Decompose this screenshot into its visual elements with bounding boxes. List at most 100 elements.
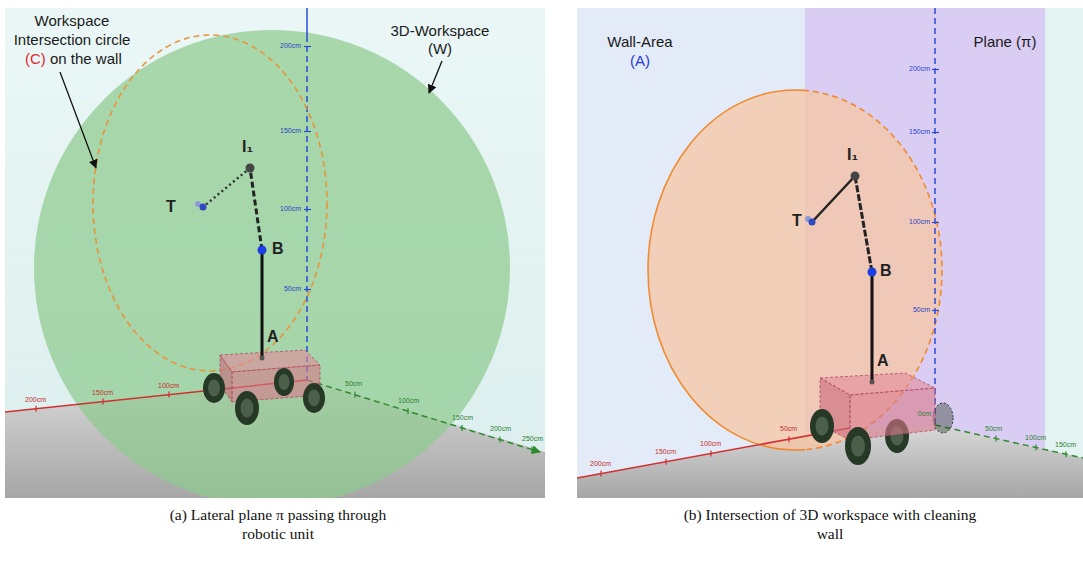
robot-wheel (308, 390, 320, 407)
point-label: I₁ (242, 138, 253, 156)
callout-label: Workspace Intersection circle (5, 12, 140, 50)
z-axis (932, 8, 939, 425)
axis-tick: 150cm (655, 448, 676, 456)
panel-b (577, 8, 1083, 498)
wall-workspace-disc (648, 90, 942, 450)
robot-arm (812, 176, 872, 382)
axis-tick: 100cm (700, 440, 721, 448)
robot-wheel (810, 409, 871, 465)
x-axis (577, 428, 850, 478)
arm-point (805, 172, 877, 385)
z-axis (932, 132, 939, 133)
y-axis (1065, 451, 1066, 457)
robot-wheel (816, 417, 829, 436)
z-axis (306, 36, 308, 380)
arm-point (868, 268, 877, 277)
axis-tick: 200cm (909, 65, 930, 73)
y-axis (407, 408, 408, 414)
y-axis (307, 380, 540, 452)
x-axis (788, 436, 789, 442)
robot-arm (203, 168, 262, 358)
axis-tick: 100cm (280, 205, 301, 213)
robot-arm (812, 176, 855, 222)
panel-a (5, 8, 545, 498)
axis-tick: 50cm (345, 380, 362, 388)
z-axis (304, 8, 311, 380)
robot-wheel (845, 427, 871, 465)
point-label: A (267, 328, 279, 346)
robot-arm (250, 168, 262, 250)
robot-arm (261, 250, 264, 358)
arm-point (200, 204, 207, 211)
y-axis (935, 425, 1083, 458)
robot-arm (871, 272, 874, 382)
z-axis (304, 209, 311, 210)
axis-tick: 150cm (909, 128, 930, 136)
y-axis (499, 437, 500, 443)
callout-label: on the wall (50, 50, 122, 67)
arm-point (809, 219, 816, 226)
callout-arrow (60, 61, 442, 168)
region-label: Wall-Area (607, 33, 672, 50)
axis-tick: 0cm (918, 410, 931, 418)
y-axis (995, 436, 996, 442)
robot-wheel (208, 380, 220, 397)
axis-tick: 150cm (280, 127, 301, 135)
point-label: T (792, 212, 802, 230)
robot-wheel (203, 368, 325, 425)
robot-wheel (810, 409, 834, 443)
symbol-label: (C) (25, 50, 46, 67)
y-axis (1035, 445, 1036, 451)
z-axis (932, 69, 939, 70)
axis-tick: 100cm (158, 382, 179, 390)
axis-tick: 150cm (92, 389, 113, 397)
intersection-circle (805, 90, 942, 450)
point-label: B (880, 262, 892, 280)
intersection-circle (93, 35, 327, 371)
panel-background (1045, 8, 1083, 498)
callout-label: 3D-Workspace (391, 22, 490, 39)
z-axis (934, 8, 936, 425)
workspace-sphere (34, 30, 510, 498)
callout-arrow (429, 61, 442, 93)
robot-arm (855, 176, 872, 272)
point-label: I₁ (847, 146, 858, 164)
x-axis (102, 399, 103, 405)
y-axis (461, 425, 462, 431)
robot-wheel (933, 403, 953, 433)
robot-base (820, 373, 935, 440)
axis-tick: 100cm (1025, 434, 1046, 442)
arm-point (258, 246, 267, 255)
axis-tick: 50cm (913, 306, 930, 314)
point-label: T (166, 198, 176, 216)
robot-wheel (274, 368, 294, 396)
point-label: A (877, 352, 889, 370)
robot-wheel (203, 373, 225, 403)
x-axis (600, 471, 601, 477)
z-axis (932, 222, 939, 223)
arm-point (260, 356, 265, 361)
x-axis (665, 459, 666, 465)
z-axis (306, 8, 308, 36)
z-axis (304, 46, 311, 47)
x-axis (710, 451, 711, 457)
axis-tick: 100cm (909, 218, 930, 226)
y-axis (307, 380, 540, 453)
caption: (b) Intersection of 3D workspace with cl… (673, 505, 987, 544)
symbol-label: (A) (630, 52, 650, 69)
robot-wheel (235, 391, 259, 425)
arm-point (851, 172, 860, 181)
axis-tick: 50cm (780, 425, 797, 433)
y-axis (935, 425, 1083, 458)
x-axis (35, 406, 36, 412)
axis-tick: 50cm (284, 285, 301, 293)
axis-tick: 50cm (985, 425, 1002, 433)
axis-tick: 100cm (398, 397, 419, 405)
z-axis (304, 131, 311, 132)
robot-wheel (241, 399, 254, 418)
symbol-label: (W) (428, 40, 452, 57)
z-axis (932, 310, 939, 311)
